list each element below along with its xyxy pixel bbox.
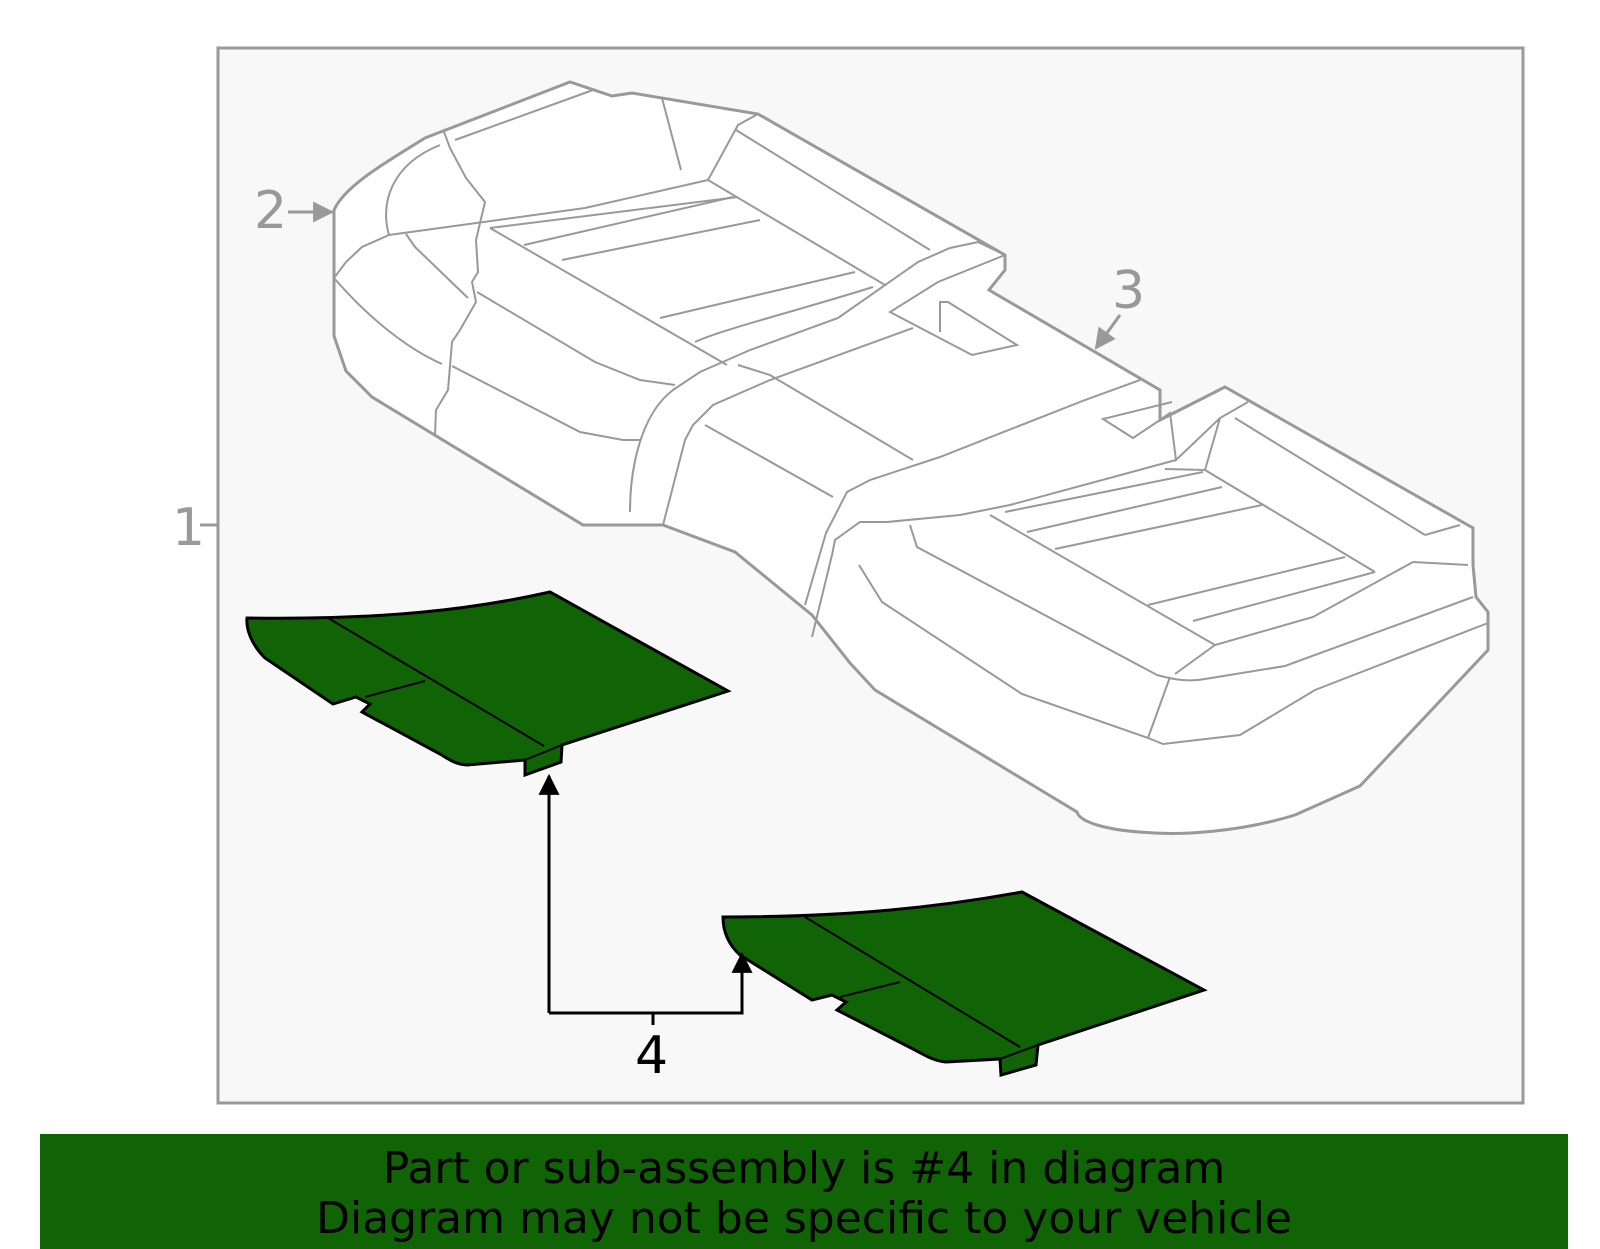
callout-label-4: 4 <box>635 1026 668 1086</box>
callout-label-1: 1 <box>172 498 205 558</box>
heater-pad-left <box>245 590 732 778</box>
seat-cushion <box>332 80 1490 835</box>
callout-arrow-3 <box>1094 314 1122 350</box>
callout-label-2: 2 <box>254 181 287 241</box>
caption-line-2: Diagram may not be specific to your vehi… <box>316 1193 1292 1244</box>
caption-line-1: Part or sub-assembly is #4 in diagram <box>382 1143 1226 1194</box>
callout-label-3: 3 <box>1112 261 1145 321</box>
parts-diagram: 2 3 1 4 <box>172 46 1525 1105</box>
callout-arrows-4 <box>538 773 753 1025</box>
caption-banner: Part or sub-assembly is #4 in diagram Di… <box>40 1134 1568 1249</box>
